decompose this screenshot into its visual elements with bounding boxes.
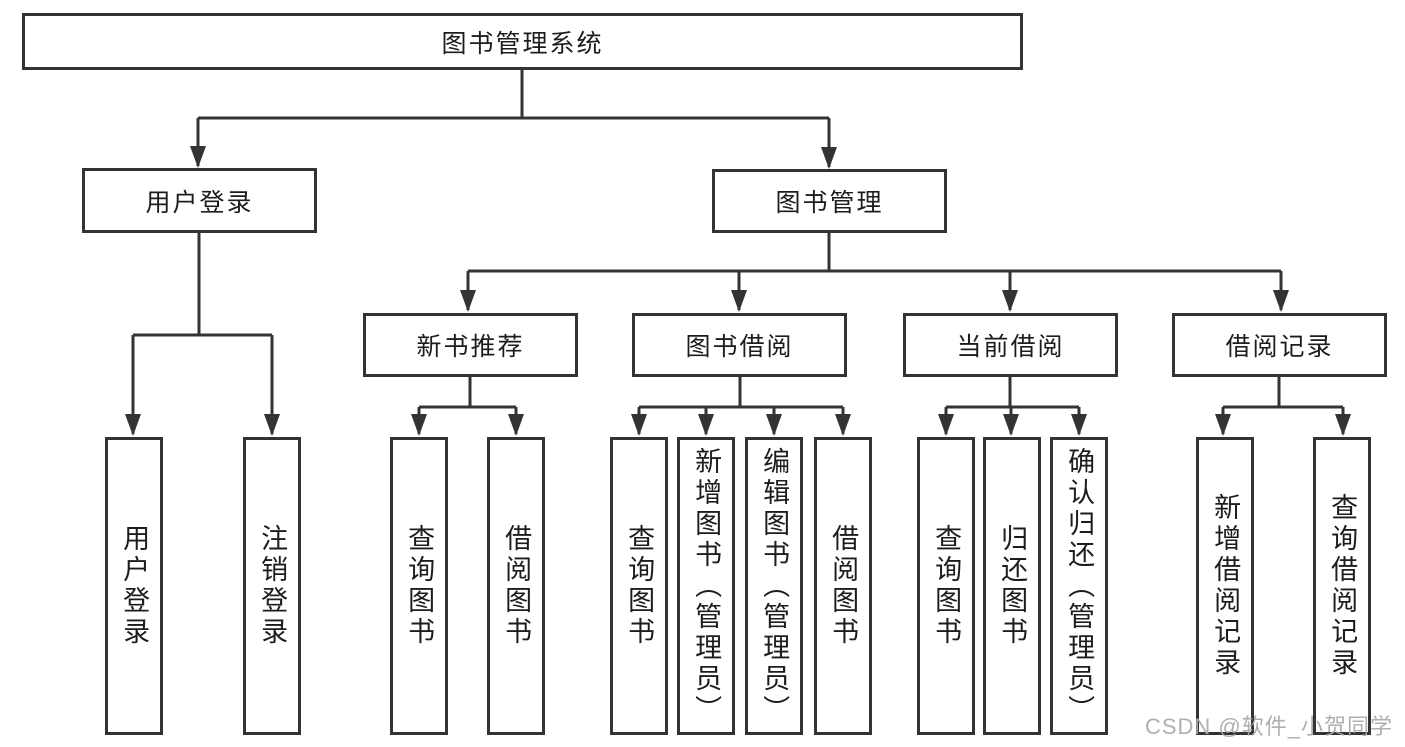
leaf-borrow-books-recommend-label: 借阅图书 [501, 524, 532, 648]
leaf-query-borrow-record: 查询借阅记录 [1313, 437, 1371, 735]
node-new-book-recommendation: 新书推荐 [363, 313, 578, 377]
leaf-logout: 注销登录 [243, 437, 301, 735]
leaf-confirm-return-admin-label: 确认归还（管理员） [1064, 446, 1095, 726]
leaf-user-login-label: 用户登录 [119, 524, 150, 648]
leaf-borrow-books-recommend: 借阅图书 [487, 437, 545, 735]
leaf-add-books-admin-label: 新增图书（管理员） [691, 446, 722, 726]
node-borrowing-records: 借阅记录 [1172, 313, 1387, 377]
node-library-system: 图书管理系统 [22, 13, 1023, 70]
leaf-add-books-admin: 新增图书（管理员） [677, 437, 735, 735]
leaf-edit-books-admin: 编辑图书（管理员） [745, 437, 803, 735]
leaf-add-borrow-record: 新增借阅记录 [1196, 437, 1254, 735]
node-book-management: 图书管理 [712, 169, 947, 233]
leaf-query-books-recommend-label: 查询图书 [404, 524, 435, 648]
node-current-borrowing-label: 当前借阅 [956, 333, 1065, 361]
node-book-borrowing: 图书借阅 [632, 313, 847, 377]
node-borrowing-records-label: 借阅记录 [1225, 333, 1334, 361]
watermark: CSDN @软件_小贺同学 [1144, 714, 1393, 739]
leaf-add-borrow-record-label: 新增借阅记录 [1210, 493, 1241, 679]
leaf-confirm-return-admin: 确认归还（管理员） [1050, 437, 1108, 735]
leaf-borrow-books-borrowing-label: 借阅图书 [828, 524, 859, 648]
node-user-login-label: 用户登录 [145, 188, 254, 217]
leaf-query-books-current-label: 查询图书 [931, 524, 962, 648]
leaf-return-books: 归还图书 [983, 437, 1041, 735]
node-book-borrowing-label: 图书借阅 [685, 333, 794, 361]
node-user-login: 用户登录 [82, 168, 317, 233]
leaf-user-login: 用户登录 [105, 437, 163, 735]
leaf-borrow-books-borrowing: 借阅图书 [814, 437, 872, 735]
node-library-system-label: 图书管理系统 [441, 29, 604, 58]
node-new-book-recommendation-label: 新书推荐 [416, 333, 525, 361]
node-book-management-label: 图书管理 [775, 189, 884, 217]
leaf-query-books-borrowing: 查询图书 [610, 437, 668, 735]
leaf-edit-books-admin-label: 编辑图书（管理员） [759, 446, 790, 726]
leaf-query-books-borrowing-label: 查询图书 [624, 524, 655, 648]
leaf-query-books-recommend: 查询图书 [390, 437, 448, 735]
node-current-borrowing: 当前借阅 [903, 313, 1118, 377]
leaf-logout-label: 注销登录 [257, 524, 288, 648]
leaf-query-borrow-record-label: 查询借阅记录 [1327, 493, 1358, 679]
leaf-query-books-current: 查询图书 [917, 437, 975, 735]
leaf-return-books-label: 归还图书 [997, 524, 1028, 648]
